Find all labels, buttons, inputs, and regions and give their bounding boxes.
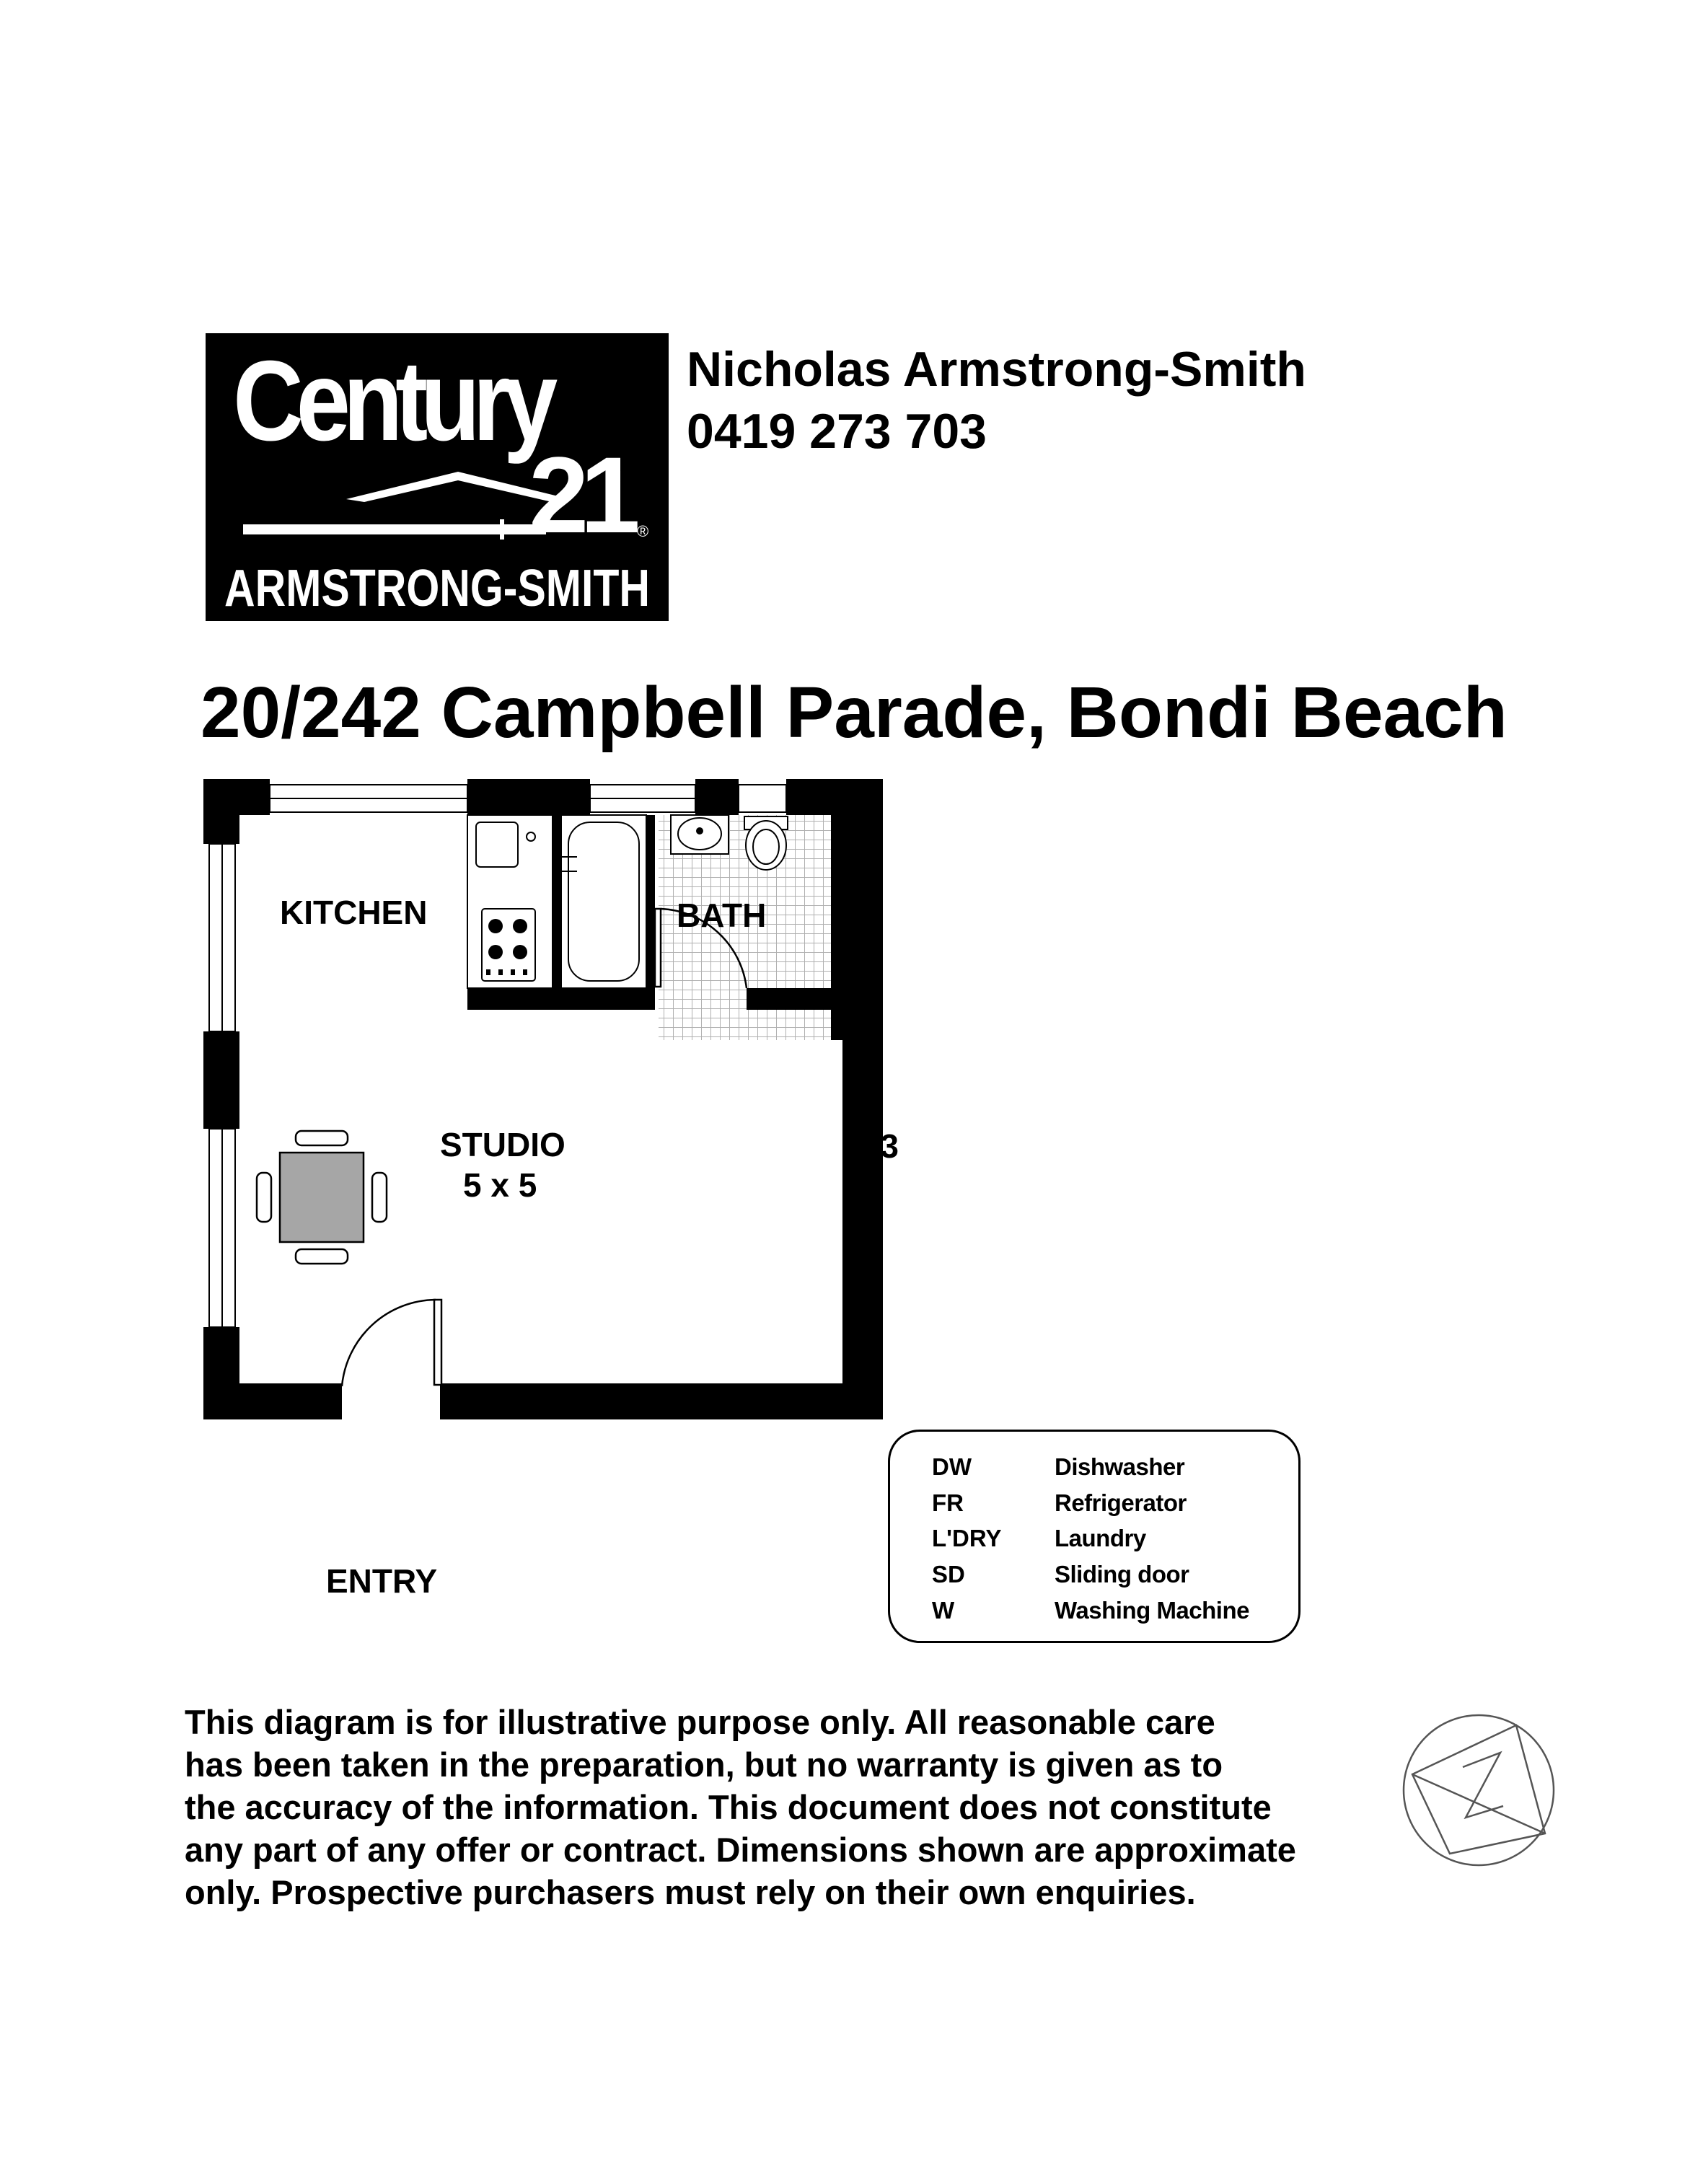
legend-desc: Laundry xyxy=(1055,1525,1146,1551)
logo-office-name: ARMSTRONG-SMITH xyxy=(224,560,650,617)
legend-row: W Washing Machine xyxy=(932,1597,1249,1624)
walls xyxy=(203,779,883,1419)
disclaimer-line: This diagram is for illustrative purpose… xyxy=(185,1703,1215,1741)
legend-desc: Sliding door xyxy=(1055,1561,1189,1588)
legend-row: SD Sliding door xyxy=(932,1561,1189,1588)
bathtub-icon xyxy=(560,814,647,989)
bath-door xyxy=(653,907,748,989)
stove-icon xyxy=(486,919,527,975)
century21-logo: Century 21 ® ARMSTRONG-SMITH xyxy=(206,333,669,621)
kitchen-bench xyxy=(467,814,553,989)
property-address: 20/242 Campbell Parade, Bondi Beach xyxy=(201,672,1508,753)
toilet-icon xyxy=(744,816,788,871)
disclaimer-line: any part of any offer or contract. Dimen… xyxy=(185,1831,1296,1869)
room-label-bath: BATH xyxy=(677,897,767,934)
floor-plan: KITCHEN BATH STUDIO 5 x 5 3.3 xyxy=(195,765,930,1559)
logo-registered-mark: ® xyxy=(637,522,648,540)
legend-row: DW Dishwasher xyxy=(932,1453,1185,1481)
agent-name: Nicholas Armstrong-Smith xyxy=(687,342,1306,397)
legend-abbr: L'DRY xyxy=(932,1525,1002,1551)
logo-brand-word: Century xyxy=(233,338,558,464)
entry-door xyxy=(340,1298,443,1387)
dining-table-icon xyxy=(255,1130,388,1265)
north-compass-icon xyxy=(1399,1711,1558,1873)
studio-size: 5 x 5 xyxy=(463,1166,537,1204)
legend-row: L'DRY Laundry xyxy=(932,1525,1146,1552)
roof-icon xyxy=(243,472,570,540)
abbreviation-legend: DW Dishwasher FR Refrigerator L'DRY Laundry… xyxy=(888,1430,1300,1643)
room-label-studio: STUDIO xyxy=(440,1126,565,1163)
windows xyxy=(208,784,787,1328)
disclaimer-line: has been taken in the preparation, but n… xyxy=(185,1745,1223,1784)
agent-phone: 0419 273 703 xyxy=(687,404,987,459)
legend-abbr: DW xyxy=(932,1453,972,1480)
entry-label: ENTRY xyxy=(326,1562,438,1600)
disclaimer: This diagram is for illustrative purpose… xyxy=(185,1701,1411,1914)
legend-desc: Dishwasher xyxy=(1055,1453,1185,1480)
legend-desc: Washing Machine xyxy=(1055,1597,1249,1624)
dimension-label: 3.3 xyxy=(853,1127,899,1165)
room-label-kitchen: KITCHEN xyxy=(280,894,428,931)
legend-abbr: W xyxy=(932,1597,955,1624)
legend-abbr: SD xyxy=(932,1561,965,1588)
basin-icon xyxy=(670,814,729,855)
disclaimer-line: the accuracy of the information. This do… xyxy=(185,1788,1272,1826)
legend-desc: Refrigerator xyxy=(1055,1489,1187,1516)
legend-abbr: FR xyxy=(932,1489,964,1516)
legend-row: FR Refrigerator xyxy=(932,1489,1187,1517)
disclaimer-line: only. Prospective purchasers must rely o… xyxy=(185,1873,1196,1911)
